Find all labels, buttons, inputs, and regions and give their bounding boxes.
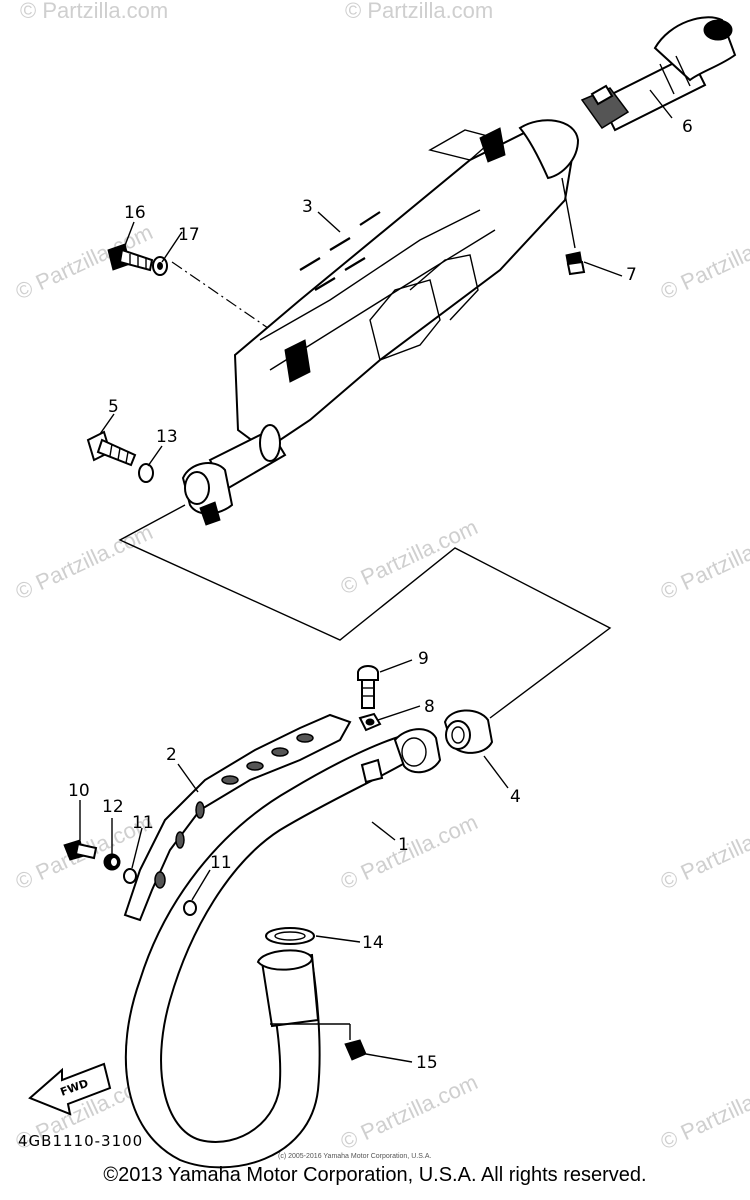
callout-4: 4	[510, 787, 521, 807]
callouts: 1 2 3 4 5 6 7 8 9 10 12 11 11 13 14 15 1…	[68, 117, 693, 1073]
watermark: © Partzilla.com	[20, 0, 168, 23]
callout-7: 7	[626, 265, 637, 285]
callout-17: 17	[178, 225, 200, 245]
muffler-part-3	[233, 119, 580, 452]
bolt-part-7	[561, 177, 586, 276]
watermark: © Partzilla.com	[337, 809, 482, 894]
bolt-part-9	[357, 665, 379, 709]
washer-part-13	[138, 463, 154, 483]
tail-pipe-part-6	[580, 16, 737, 132]
callout-5: 5	[108, 397, 119, 417]
exhaust-pipe-part-1	[124, 728, 442, 1169]
callout-10: 10	[68, 781, 90, 801]
protector-part-2	[123, 713, 352, 922]
callout-13: 13	[156, 427, 178, 447]
watermark: © Partzilla.com	[657, 1069, 750, 1154]
gasket-part-14	[265, 927, 315, 945]
callout-14: 14	[362, 933, 384, 953]
diagram-part-code: 4GB1110-3100	[18, 1132, 143, 1150]
callout-6: 6	[682, 117, 693, 137]
watermark: © Partzilla.com	[337, 514, 482, 599]
muffler-inlet-pipe	[181, 424, 287, 526]
callout-11a: 11	[132, 813, 154, 833]
callout-2: 2	[166, 745, 177, 765]
washer-part-11a	[123, 868, 137, 884]
watermark: © Partzilla.com	[657, 519, 750, 604]
washer-part-17	[152, 256, 168, 276]
nut-part-15	[270, 1023, 367, 1061]
callout-3: 3	[302, 197, 313, 217]
callout-11b: 11	[210, 853, 232, 873]
callout-8: 8	[424, 697, 435, 717]
watermark-layer: © Partzilla.com © Partzilla.com © Partzi…	[12, 0, 750, 1155]
callout-12: 12	[102, 797, 124, 817]
bolt-part-16	[107, 243, 154, 272]
watermark: © Partzilla.com	[657, 219, 750, 304]
copyright-footer: ©2013 Yamaha Motor Corporation, U.S.A. A…	[103, 1164, 647, 1186]
bolt-part-5	[86, 430, 137, 467]
leader-lines	[79, 89, 673, 1063]
forward-arrow-icon: FWD	[28, 1062, 112, 1116]
washer-part-11b	[183, 900, 197, 916]
assembly-guide-line	[118, 504, 612, 719]
nut-part-8	[358, 712, 382, 732]
watermark: © Partzilla.com	[337, 1069, 482, 1154]
watermark: © Partzilla.com	[657, 809, 750, 894]
assembly-guide-line-bolt	[171, 261, 301, 351]
collar-part-12	[103, 853, 121, 871]
bolt-part-10	[63, 839, 98, 861]
small-copyright: (c) 2005-2016 Yamaha Motor Corporation, …	[278, 1153, 431, 1160]
gasket-part-4	[443, 709, 494, 754]
callout-9: 9	[418, 649, 429, 669]
callout-15: 15	[416, 1053, 438, 1073]
callout-1: 1	[398, 835, 409, 855]
callout-16: 16	[124, 203, 146, 223]
watermark: © Partzilla.com	[345, 0, 493, 23]
